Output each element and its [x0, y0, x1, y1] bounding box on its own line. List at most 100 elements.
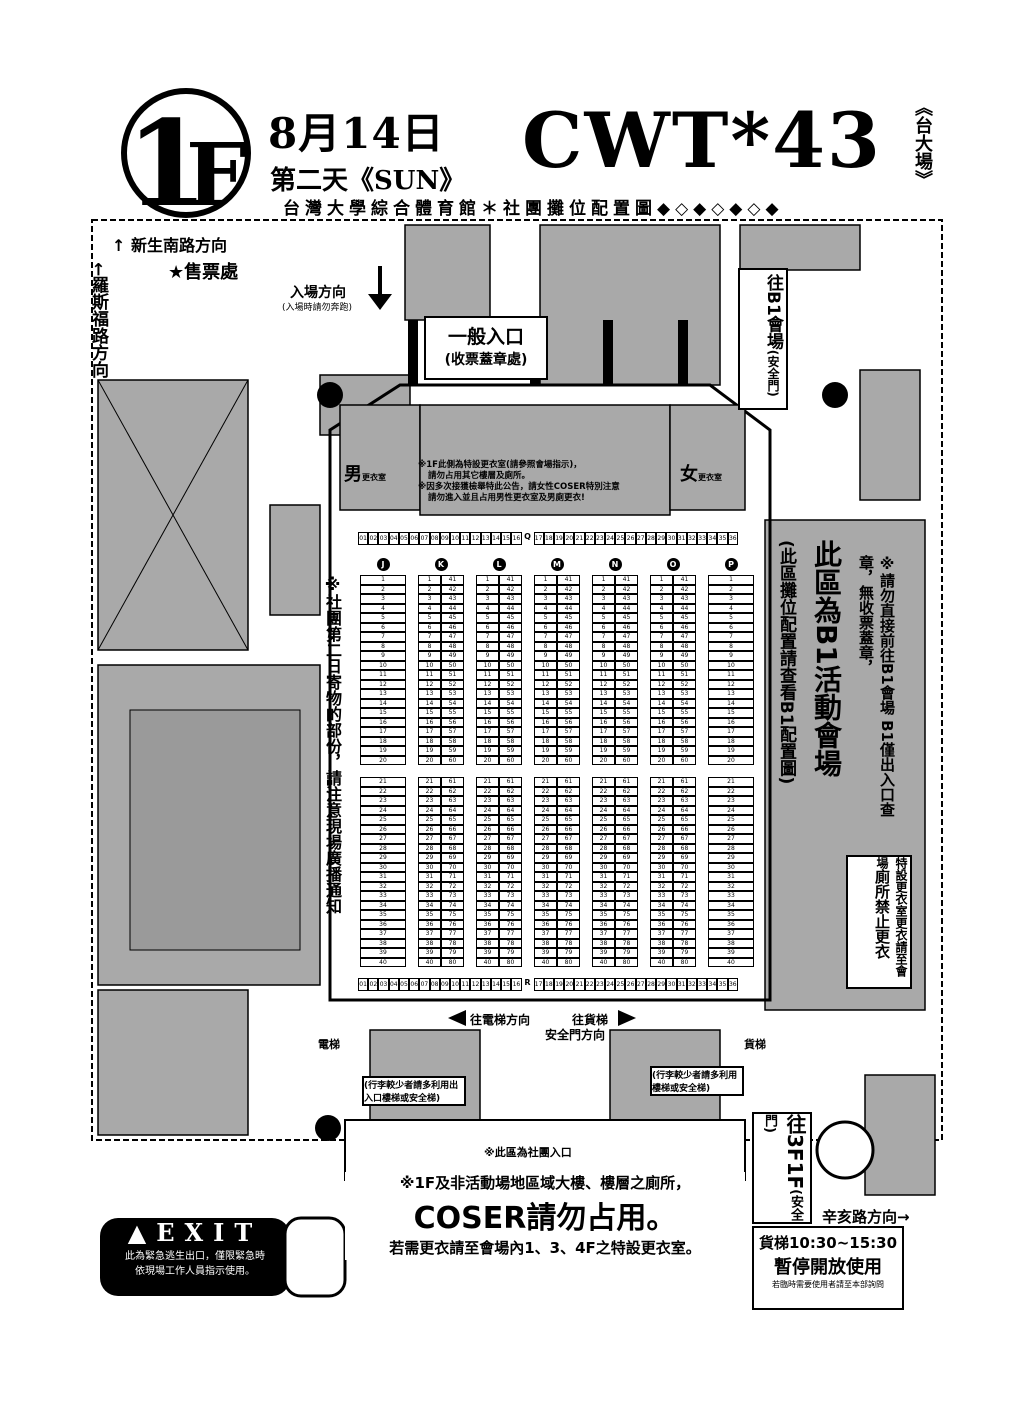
booth: 39	[360, 948, 406, 958]
booth: 16	[418, 717, 441, 727]
booth-row: 21	[708, 777, 754, 787]
booth-row: 14	[708, 698, 754, 708]
booth: 76	[499, 919, 522, 929]
booth: 8	[534, 641, 557, 651]
edge-booth: 02	[368, 978, 379, 991]
column-letter: O	[666, 558, 680, 571]
booth: 54	[441, 698, 464, 708]
booth: 37	[708, 929, 754, 939]
booth: 4	[418, 603, 441, 613]
edge-booth: 25	[615, 532, 626, 545]
booth: 6	[360, 622, 406, 632]
booth: 45	[615, 613, 638, 623]
booth: 7	[418, 632, 441, 642]
booth: 58	[615, 736, 638, 746]
booth: 32	[534, 881, 557, 891]
edge-booth: 04	[388, 978, 399, 991]
booth: 22	[592, 786, 615, 796]
booth: 16	[534, 717, 557, 727]
booth: 20	[476, 755, 499, 765]
booth: 2	[708, 584, 754, 594]
booth: 70	[673, 862, 696, 872]
booth: 31	[418, 872, 441, 882]
booth: 16	[476, 717, 499, 727]
edge-booth: 21	[574, 532, 585, 545]
booth: 18	[592, 736, 615, 746]
booth: 34	[708, 900, 754, 910]
booth: 66	[441, 824, 464, 834]
edge-booth: 12	[470, 532, 481, 545]
booth: 75	[615, 910, 638, 920]
booth-row: 38	[708, 938, 754, 948]
booth-row: 18	[360, 736, 406, 746]
edge-booth: 14	[490, 532, 502, 545]
booth: 78	[673, 938, 696, 948]
booth: 26	[592, 824, 615, 834]
booth: 29	[534, 853, 557, 863]
booth: 5	[360, 613, 406, 623]
booth: 35	[418, 910, 441, 920]
booth: 16	[592, 717, 615, 727]
booth-row: 39	[360, 948, 406, 958]
booth-row: 37	[708, 929, 754, 939]
booth-row: 26	[360, 824, 406, 834]
booth: 14	[592, 698, 615, 708]
booth: 33	[360, 891, 406, 901]
booth: 53	[673, 689, 696, 699]
booth: 25	[534, 815, 557, 825]
booth: 42	[441, 584, 464, 594]
booth: 60	[499, 755, 522, 765]
edge-booth: 28	[645, 978, 657, 991]
booth: 3	[418, 594, 441, 604]
edge-booth: 01	[358, 532, 369, 545]
booth: 31	[650, 872, 673, 882]
booth: 4	[708, 603, 754, 613]
booth: 1	[476, 575, 499, 585]
booth: 43	[441, 594, 464, 604]
booth: 46	[673, 622, 696, 632]
edge-booth: 07	[419, 532, 430, 545]
booth: 50	[499, 660, 522, 670]
booth: 30	[708, 862, 754, 872]
booth: 24	[708, 805, 754, 815]
booth: 33	[534, 891, 557, 901]
booth: 77	[499, 929, 522, 939]
booth: 45	[441, 613, 464, 623]
booth: 68	[441, 843, 464, 853]
booth: 68	[499, 843, 522, 853]
booth: 76	[673, 919, 696, 929]
booth-row: 18	[708, 736, 754, 746]
booth: 43	[615, 594, 638, 604]
booth: 24	[418, 805, 441, 815]
booth: 40	[476, 957, 499, 967]
booth: 38	[360, 938, 406, 948]
booth: 48	[557, 641, 580, 651]
booth-row: 12	[360, 679, 406, 689]
edge-booth: 06	[409, 532, 420, 545]
edge-booth: 16	[511, 978, 522, 991]
edge-booth: 11	[460, 978, 471, 991]
